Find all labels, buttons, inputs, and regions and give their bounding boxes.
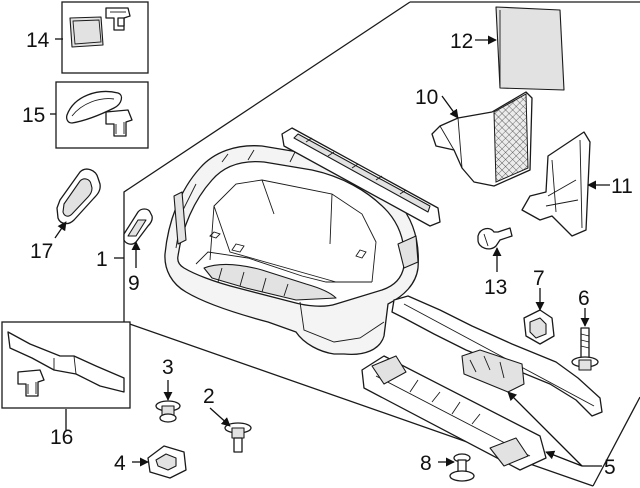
callout-8: 8 — [420, 452, 432, 475]
part-8-bolt — [449, 453, 475, 482]
assembly-frame — [123, 1, 640, 487]
callout-5: 5 — [604, 456, 616, 479]
part-16-group — [1, 321, 131, 409]
callout-2: 2 — [203, 385, 215, 408]
callout-6: 6 — [578, 287, 590, 310]
lower-strap — [361, 355, 547, 471]
part-17-bezel — [56, 168, 101, 225]
callout-12: 12 — [450, 30, 473, 53]
part-15-clip — [105, 109, 133, 137]
callout-16: 16 — [50, 426, 73, 449]
callout-9: 9 — [128, 272, 140, 295]
callout-17: 17 — [30, 240, 53, 263]
leader-lines — [50, 35, 610, 467]
part-14-group — [61, 1, 149, 74]
callout-13: 13 — [484, 276, 507, 299]
part-12-pad — [495, 6, 565, 91]
part-13-clip — [477, 227, 513, 250]
part-2-bolt — [224, 422, 252, 453]
callout-7: 7 — [533, 267, 545, 290]
part-16-clip — [17, 369, 45, 397]
part-4-clip — [147, 445, 187, 479]
callout-10: 10 — [415, 86, 438, 109]
part-5-rail — [391, 295, 603, 417]
callout-15: 15 — [22, 104, 45, 127]
part-9-light — [123, 208, 153, 245]
callout-labels: 14 15 17 16 1 9 12 10 11 13 7 6 8 5 3 2 … — [22, 29, 633, 479]
part-11-bracket — [521, 131, 591, 237]
part-7-nut — [523, 309, 555, 345]
part-1-trunk-tub — [164, 145, 419, 356]
callout-4: 4 — [114, 452, 126, 475]
callout-1: 1 — [96, 248, 108, 271]
callout-14: 14 — [26, 29, 50, 52]
part-14-pad — [69, 16, 104, 48]
part-10-bracket — [431, 91, 533, 187]
sill-bar — [281, 127, 441, 227]
part-3-bolt — [155, 400, 181, 423]
callout-11: 11 — [611, 175, 633, 198]
part-16-trim — [7, 331, 125, 393]
part-15-lens — [66, 90, 123, 124]
part-6-bolt — [571, 327, 599, 371]
part-15-group — [55, 81, 149, 149]
callout-3: 3 — [162, 356, 174, 379]
